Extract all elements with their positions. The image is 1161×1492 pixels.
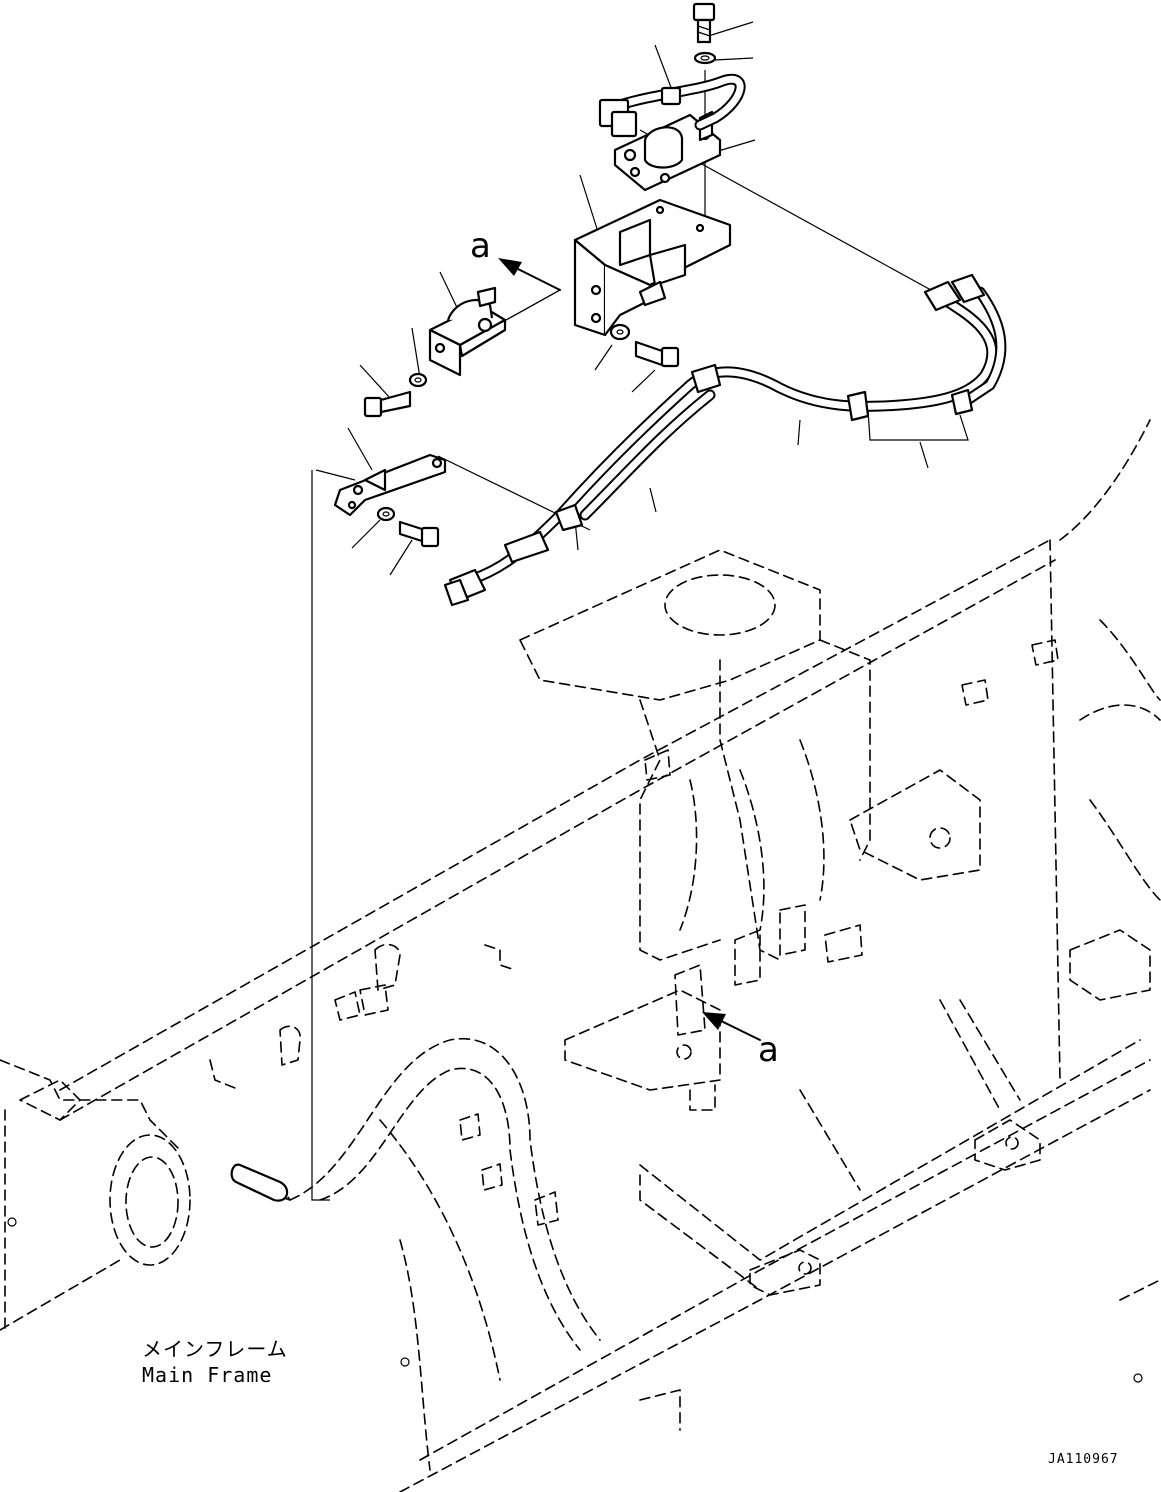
harness-clamp [428,286,507,377]
bracket-bolt [634,340,680,368]
top-washer [693,51,717,65]
view-a-label-bottom: a [758,1030,779,1070]
upper-wire-loop [598,73,746,138]
bracket-washer [609,323,631,341]
main-frame-caption-en: Main Frame [142,1363,273,1387]
lower-strap-bracket [333,453,447,517]
strap-washer [376,506,396,522]
clamp-bolt [363,390,412,418]
main-frame-caption: メインフレーム Main Frame [142,1336,288,1388]
view-arrow-top [498,258,561,291]
main-frame-caption-jp: メインフレーム [142,1337,288,1361]
clamp-washer [408,372,428,388]
wire-harness [443,273,1007,607]
connector-bracket-plate [613,110,722,192]
leader-lines [311,21,969,1201]
strap-bolt [398,520,440,548]
top-bolt [692,2,716,44]
drawing-code: JA110967 [1048,1452,1119,1467]
view-arrow-bottom [702,1012,761,1041]
small-pin [230,1163,289,1202]
view-a-label-top: a [470,226,491,266]
mount-bracket [573,198,732,337]
main-frame-outline [0,419,1161,1492]
